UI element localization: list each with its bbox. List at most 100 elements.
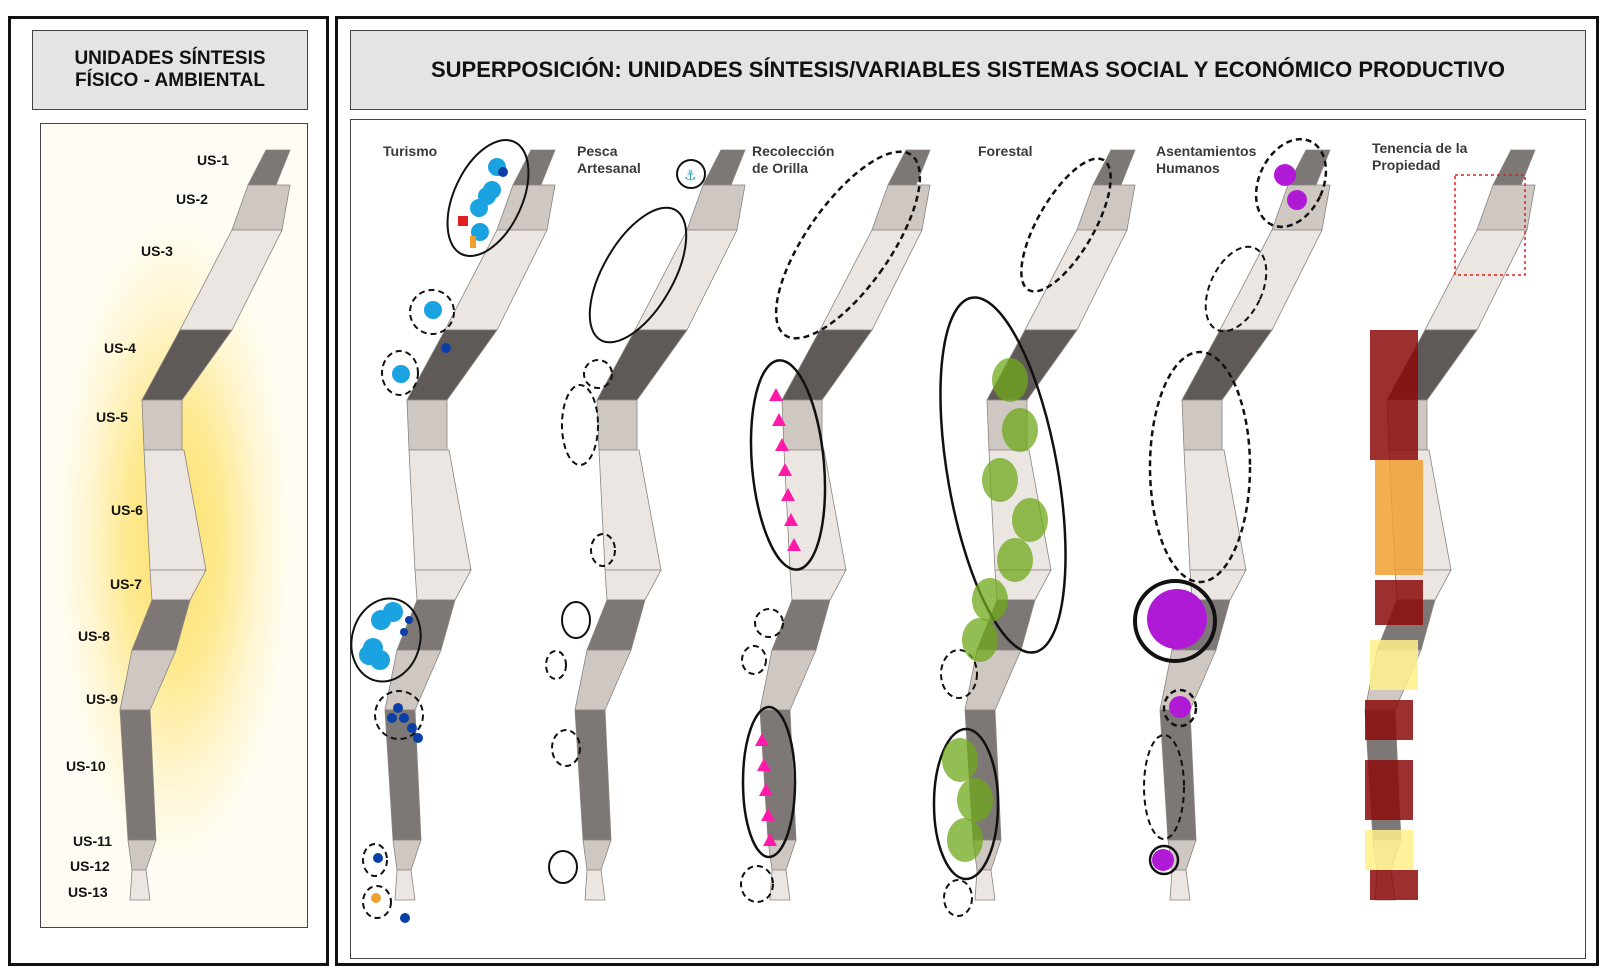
gathering-triangle xyxy=(755,733,769,746)
forest-patch xyxy=(962,618,998,662)
tourism-point xyxy=(470,199,488,217)
tourism-point xyxy=(483,181,501,199)
tourism-point xyxy=(399,713,409,723)
tenure-hatched-area xyxy=(1454,174,1526,276)
map-pesca-unit-10 xyxy=(574,709,612,841)
recoleccion-ring-4 xyxy=(741,645,767,675)
forest-patch xyxy=(1012,498,1048,542)
pesca-ring-6 xyxy=(561,601,591,639)
tourism-point xyxy=(441,343,451,353)
map-turismo-unit-8 xyxy=(396,599,456,651)
map-pesca-unit-12 xyxy=(584,869,606,901)
map-recoleccion-unit-9 xyxy=(759,649,817,711)
tenure-zone xyxy=(1365,760,1413,820)
map-asentamientos-unit-4 xyxy=(1181,329,1273,401)
synthesis-map-unit-9 xyxy=(119,649,177,711)
forest-patch xyxy=(942,738,978,782)
tourism-point xyxy=(407,723,417,733)
map-forestal-unit-3 xyxy=(1024,229,1128,331)
map-tenencia-unit-2 xyxy=(1476,184,1536,231)
gathering-triangle xyxy=(763,833,777,846)
map-recoleccion-unit-5 xyxy=(781,399,823,451)
map-pesca-unit-1 xyxy=(702,149,746,186)
map-pesca-unit-2 xyxy=(686,184,746,231)
map-turismo-unit-7 xyxy=(414,569,472,601)
tenure-zone xyxy=(1375,580,1423,625)
tourism-point xyxy=(400,913,410,923)
unit-label-us-6: US-6 xyxy=(111,502,143,518)
tourism-point xyxy=(405,616,413,624)
map-recoleccion-unit-1 xyxy=(887,149,931,186)
forestal-ring-4 xyxy=(932,727,1000,881)
synthesis-map-unit-7 xyxy=(149,569,207,601)
map-recoleccion-unit-12 xyxy=(769,869,791,901)
tenure-zone xyxy=(1370,870,1418,900)
forest-patch xyxy=(982,458,1018,502)
synthesis-map-unit-5 xyxy=(141,399,183,451)
asentamientos-ring-7 xyxy=(1148,844,1180,876)
left-title-line2: FÍSICO - AMBIENTAL xyxy=(75,70,265,91)
recoleccion-ring-2 xyxy=(749,359,827,571)
tenure-zone xyxy=(1365,700,1413,740)
pesca-ring-north xyxy=(676,159,706,189)
unit-label-us-2: US-2 xyxy=(176,191,208,207)
map-turismo-unit-12 xyxy=(394,869,416,901)
map-tenencia-unit-3 xyxy=(1424,229,1528,331)
forestal-ring-north xyxy=(1020,157,1112,293)
gathering-triangle xyxy=(787,538,801,551)
pesca-ring-5 xyxy=(590,533,616,567)
tenure-zone xyxy=(1370,640,1418,690)
tenure-zone xyxy=(1365,830,1413,870)
unit-label-us-5: US-5 xyxy=(96,409,128,425)
unit-label-us-9: US-9 xyxy=(86,691,118,707)
gathering-triangle xyxy=(759,783,773,796)
gathering-triangle xyxy=(784,513,798,526)
pesca-ring-3 xyxy=(583,359,613,389)
unit-label-us-10: US-10 xyxy=(66,758,106,774)
asentamientos-ring-6 xyxy=(1143,734,1185,840)
tourism-point xyxy=(400,628,408,636)
forestal-ring-3 xyxy=(940,649,978,699)
turismo-ring-2 xyxy=(409,289,455,335)
pesca-ring-8 xyxy=(551,729,581,767)
forestal-ring-5 xyxy=(943,879,973,917)
tenure-zone xyxy=(1375,460,1423,520)
unit-label-us-13: US-13 xyxy=(68,884,108,900)
forest-patch xyxy=(1002,408,1038,452)
tourism-point xyxy=(387,713,397,723)
tourism-point xyxy=(393,703,403,713)
right-panel-title: SUPERPOSICIÓN: UNIDADES SÍNTESIS/VARIABL… xyxy=(350,30,1586,110)
unit-label-us-7: US-7 xyxy=(110,576,142,592)
gathering-triangle xyxy=(778,463,792,476)
map-recoleccion-unit-3 xyxy=(819,229,923,331)
map-pesca-unit-6 xyxy=(598,449,662,571)
pesca-anchor-icon: ⚓ xyxy=(684,168,697,184)
gathering-triangle xyxy=(772,413,786,426)
map-recoleccion-unit-8 xyxy=(771,599,831,651)
unit-label-us-11: US-11 xyxy=(73,833,112,849)
map-recoleccion-unit-2 xyxy=(871,184,931,231)
turismo-ring-7 xyxy=(362,885,392,919)
turismo-ring-3 xyxy=(381,350,419,396)
pesca-ring-7 xyxy=(545,650,567,680)
map-asentamientos-unit-10 xyxy=(1159,709,1197,841)
tenure-zone xyxy=(1370,400,1418,460)
map-turismo-unit-6 xyxy=(408,449,472,571)
map-tenencia-unit-1 xyxy=(1492,149,1536,186)
map-turismo-unit-1 xyxy=(512,149,556,186)
asentamientos-ring-north xyxy=(1254,137,1328,229)
unit-label-us-8: US-8 xyxy=(78,628,110,644)
map-pesca-unit-11 xyxy=(582,839,612,871)
asentamientos-ring-major xyxy=(1133,579,1217,663)
tourism-point xyxy=(498,167,508,177)
recoleccion-ring-5 xyxy=(741,705,797,859)
map-asentamientos-unit-3 xyxy=(1219,229,1323,331)
map-asentamientos-unit-5 xyxy=(1181,399,1223,451)
map-forestal-unit-1 xyxy=(1092,149,1136,186)
forest-patch xyxy=(947,818,983,862)
tourism-point xyxy=(413,733,423,743)
unit-label-us-1: US-1 xyxy=(197,152,229,168)
map-title-turismo: Turismo xyxy=(383,143,438,159)
asentamientos-ring-5 xyxy=(1162,688,1198,728)
